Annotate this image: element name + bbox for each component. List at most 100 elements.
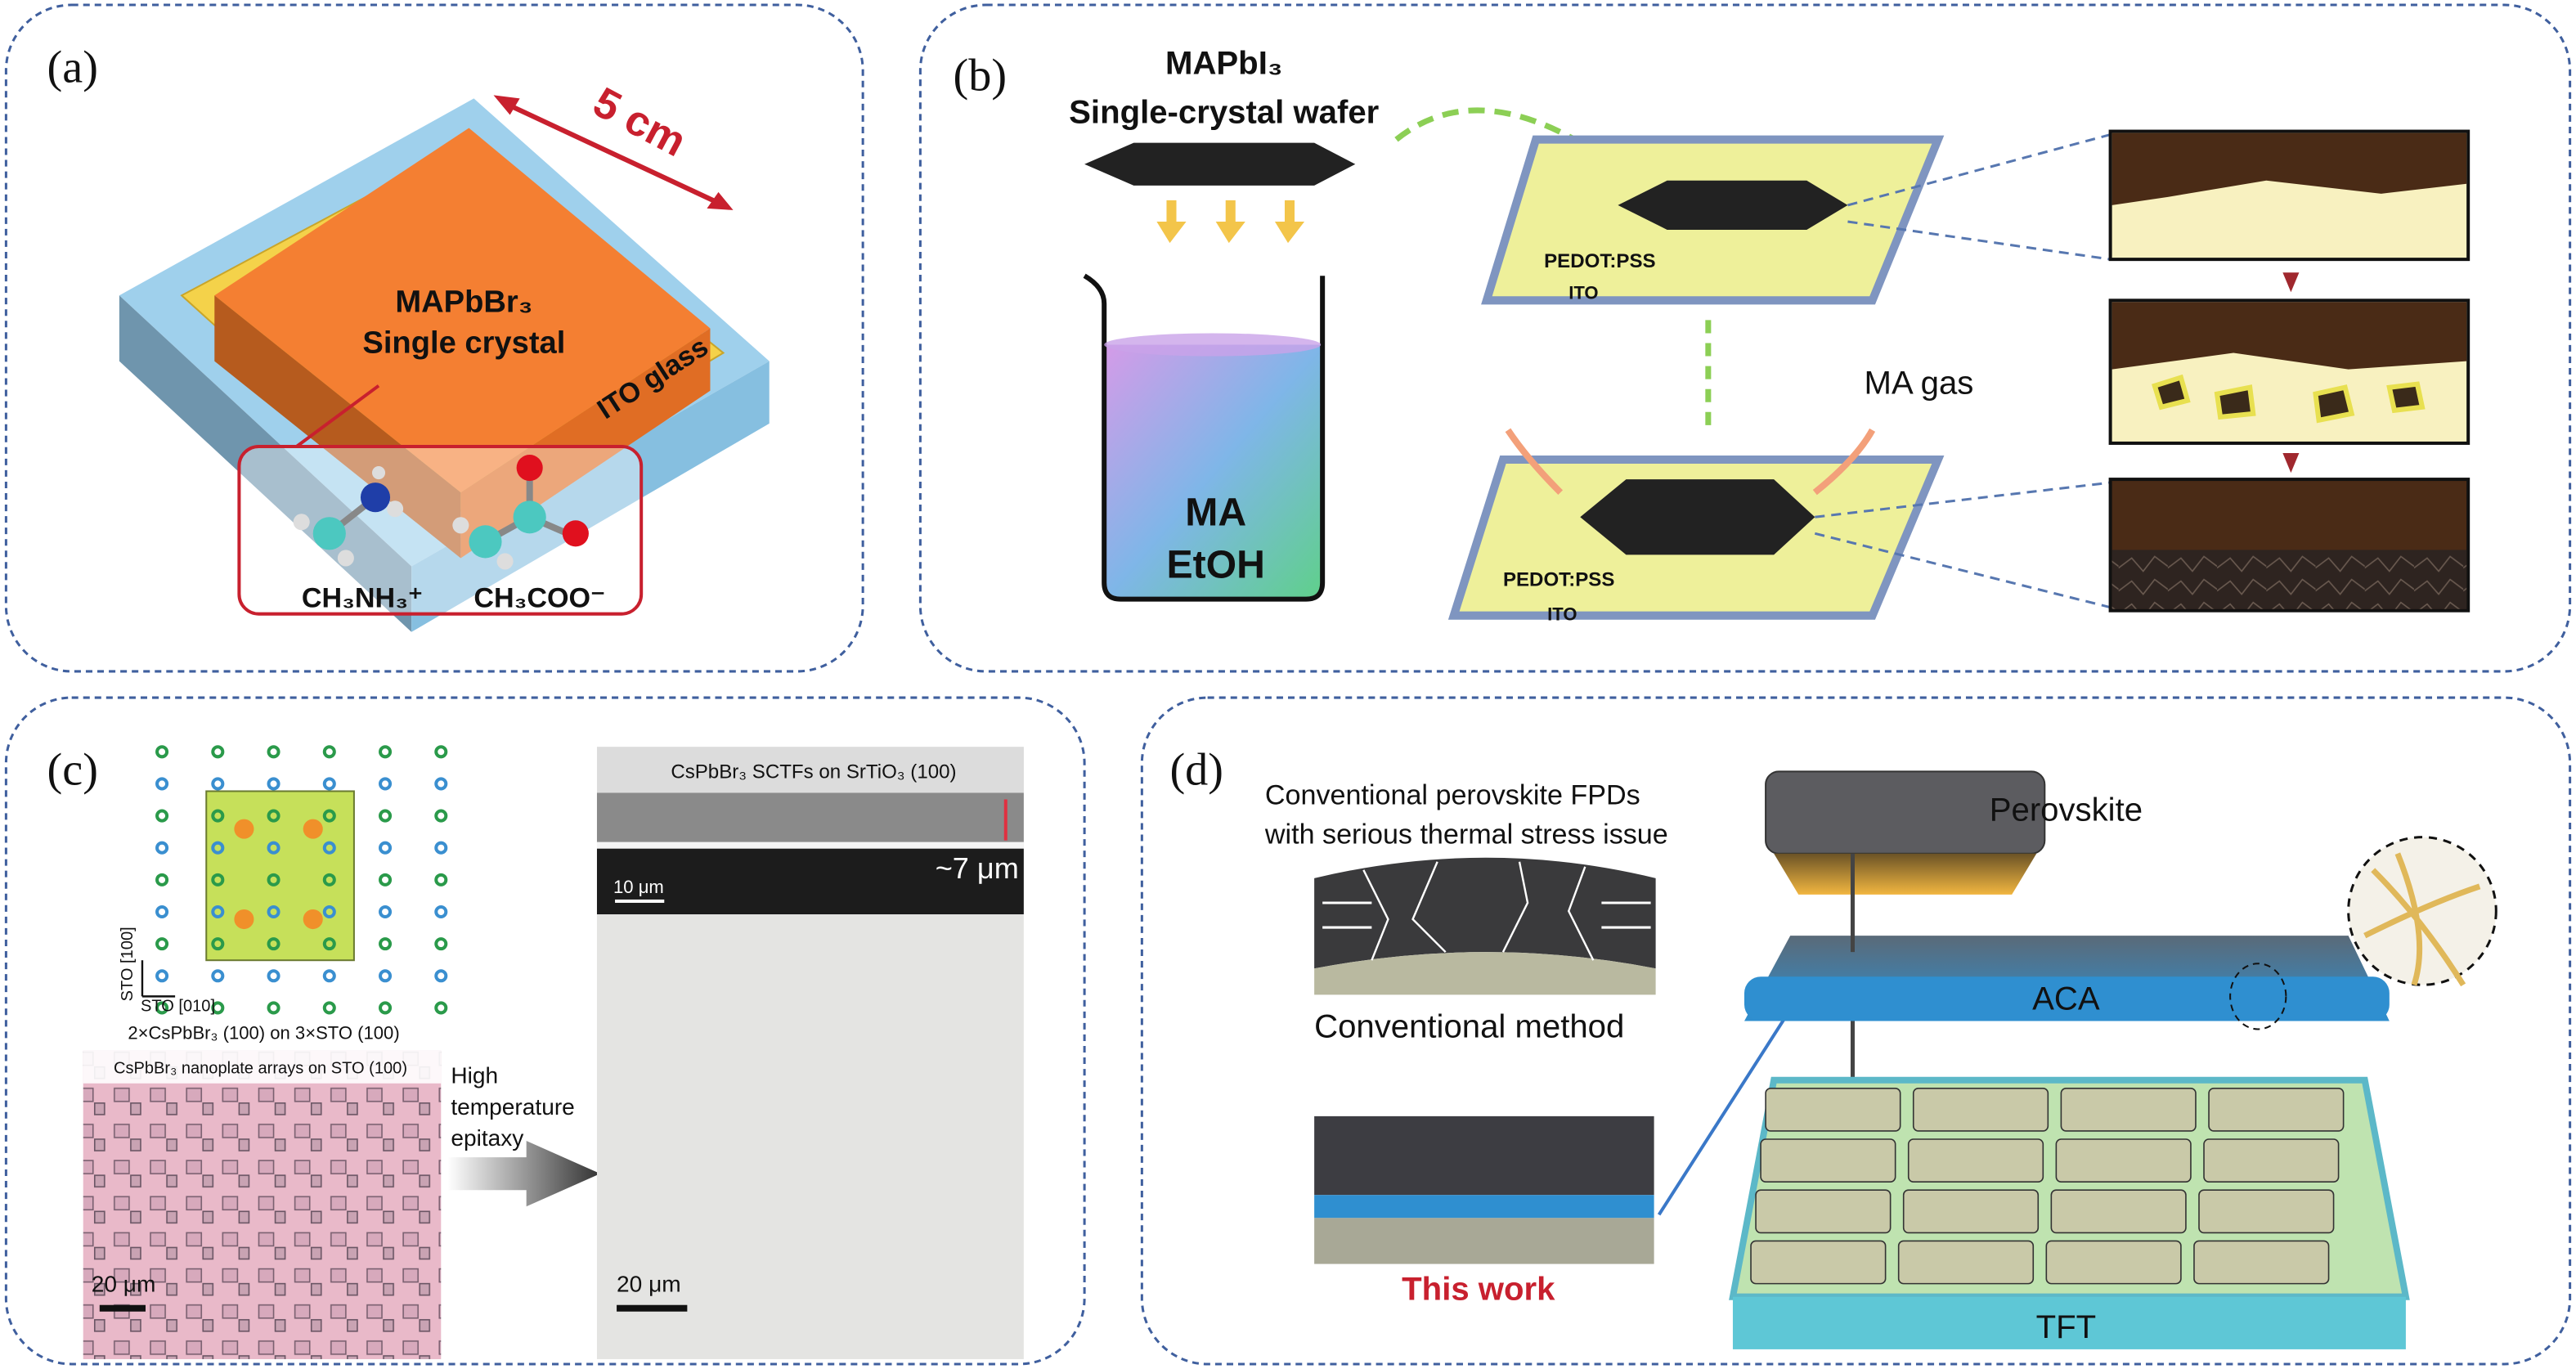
anion-formula: CH₃COO⁻ [473,583,605,614]
perovskite-label: Perovskite [1990,792,2143,828]
lattice-caption: 2×CsPbBr₃ (100) on 3×STO (100) [128,1023,399,1044]
cross-section-2 [2108,298,2471,445]
lattice-atom [434,969,448,983]
lattice-atom [211,1001,225,1015]
lattice-atom [379,904,393,919]
lattice-atom [267,1001,280,1015]
lattice-atom [211,809,225,823]
lattice-atom [267,969,280,983]
axis-arrows [141,960,176,998]
tft-pixel [1750,1240,1887,1285]
step-arrow-1 [2282,272,2300,293]
lattice-atom [211,904,225,919]
dimension-arrow [493,95,734,210]
lattice-atom [155,745,169,759]
panel-c: (c) STO [100] STO [010] 2×CsPbBr₃ (100) … [4,696,1086,1366]
tft-pixel [2050,1189,2187,1234]
sem-caption: CsPbBr₃ SCTFs on SrTiO₃ (100) [671,761,956,783]
lattice-atom [211,873,225,886]
lattice-diagram [155,745,448,1015]
cross-section-images [1814,133,2111,609]
lattice-atom [155,1001,169,1015]
cs-atom [234,909,254,930]
conventional-cracked-film [1314,857,1656,995]
solution-ma: MA [1185,490,1246,534]
mapbbr3-single-crystal [214,128,711,559]
tft-pixel [1912,1087,2049,1132]
panel-b-border [918,3,2572,673]
sem-scale-label: 20 μm [617,1272,681,1297]
lattice-atom [322,873,336,886]
lattice-atom [267,937,280,951]
tft-pixel [1902,1189,2040,1234]
process-line1: High [451,1063,498,1088]
lattice-atom [322,937,336,951]
wafer-icon [1084,142,1356,186]
optical-scale-label: 20 μm [92,1272,156,1297]
lattice-atom [155,904,169,919]
lattice-atom [267,873,280,886]
tft-pixel [1755,1189,1892,1234]
solution-etoh: EtOH [1166,543,1264,587]
lattice-atom [211,937,225,951]
dimension-label: 5 cm [586,79,693,166]
lattice-atom [322,904,336,919]
panel-b-label: (b) [954,50,1008,101]
axis-horizontal-label: STO [010] [141,997,215,1015]
lattice-atom [434,745,448,759]
wafer-label: Single-crystal wafer [1069,94,1379,131]
lattice-atom [434,777,448,791]
tft-label: TFT [2036,1308,2097,1345]
lattice-atom [434,1001,448,1015]
panel-b: (b) MAPbI₃ Single-crystal wafer MA EtOH … [918,3,2572,673]
lattice-atom [267,904,280,919]
lattice-atom [322,841,336,855]
lift-arrows [1156,200,1305,244]
lattice-atom [434,873,448,886]
lattice-atom [211,841,225,855]
lattice-atom [155,937,169,951]
process-line2: temperature [451,1094,574,1120]
pointer-arrow-blue [1657,1008,1792,1216]
cross-section-substrate [596,848,1024,915]
lattice-atom [211,969,225,983]
this-work-stack [1314,1115,1654,1264]
thickness-label: ~7 μm [936,851,1019,885]
ito-label-top: ITO [1568,282,1598,303]
cross-section-3 [2108,478,2471,613]
lattice-atom [155,841,169,855]
ma-gas-label: MA gas [1865,365,1974,402]
cross-section-1 [2108,129,2471,262]
tft-pixel [1907,1138,2044,1183]
tft-panel [1729,1076,2410,1349]
perovskite-layer [1765,770,2046,895]
lattice-atom [379,745,393,759]
lattice-atom [155,809,169,823]
lattice-atom [322,1001,336,1015]
optical-micrograph [83,1050,442,1359]
step-arrow-2 [2282,452,2300,474]
panel-d-label: (d) [1169,744,1223,795]
tft-pixel [1760,1138,1896,1183]
cs-atom [303,909,323,930]
pedot-label-top: PEDOT:PSS [1544,250,1655,272]
lattice-atom [379,873,393,886]
lattice-atom [267,809,280,823]
zoom-region-icon [2229,963,2287,1030]
cs-atom [234,819,254,839]
tft-pixel [2045,1240,2182,1285]
cross-section-scale-bar [615,899,665,903]
lattice-atom [379,937,393,951]
lattice-atom [155,969,169,983]
sem-scale-bar [617,1304,688,1312]
process-line3: epitaxy [451,1125,523,1151]
tft-pixel [2060,1087,2197,1132]
wafer-formula: MAPbI₃ [1165,44,1282,81]
lattice-atom [155,873,169,886]
cation-formula: CH₃NH₃⁺ [302,583,423,614]
lattice-atom [322,969,336,983]
axis-vertical-label: STO [100] [119,927,137,1001]
aca-label: ACA [2032,980,2100,1017]
tft-pixel [2198,1189,2335,1234]
ito-label-bottom: ITO [1547,604,1577,625]
